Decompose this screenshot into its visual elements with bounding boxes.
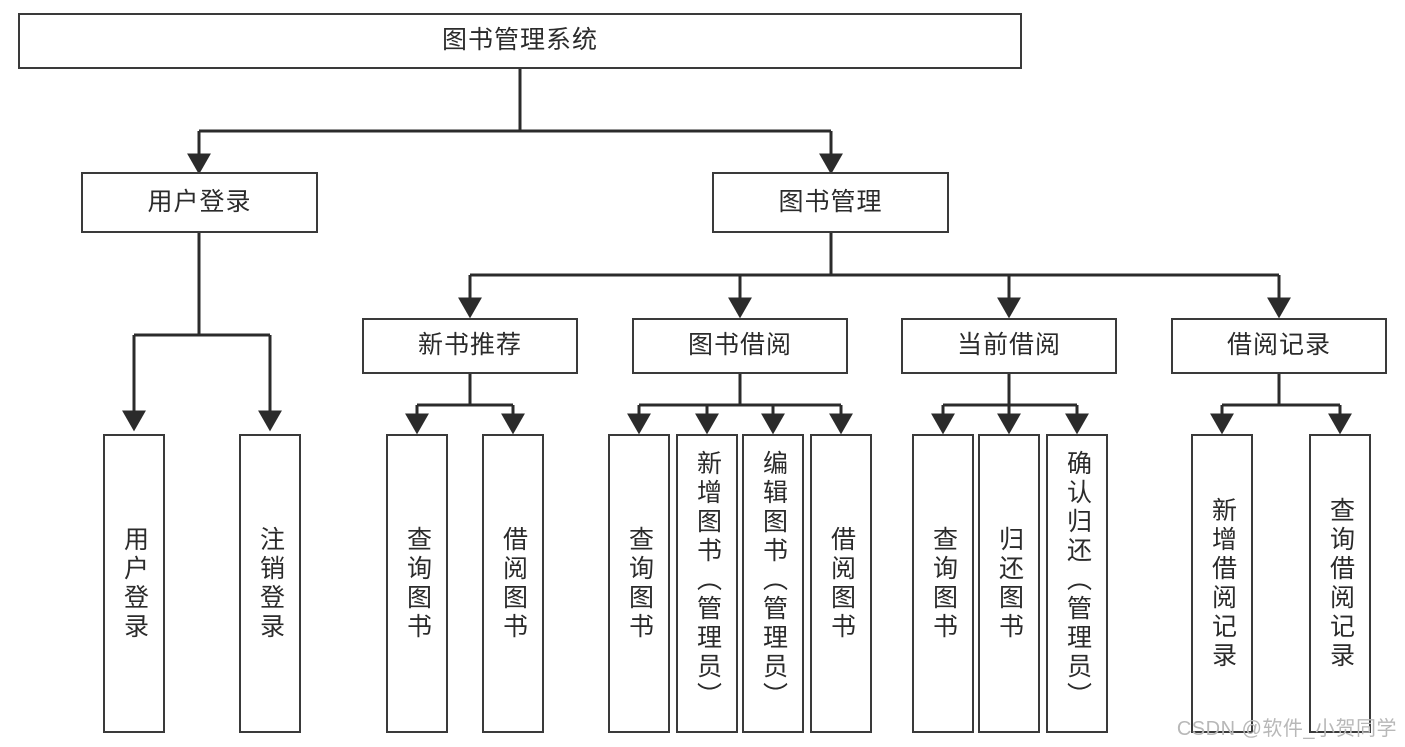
node-leaf-user-login[interactable]: 用户登录 xyxy=(103,434,165,733)
node-leaf-query-book-2[interactable]: 查询图书 xyxy=(608,434,670,733)
node-leaf-add-book-label: 新增图书（管理员） xyxy=(693,450,722,711)
node-current-borrow[interactable]: 当前借阅 xyxy=(901,318,1117,374)
node-leaf-query-book-3[interactable]: 查询图书 xyxy=(912,434,974,733)
node-leaf-add-book[interactable]: 新增图书（管理员） xyxy=(676,434,738,733)
node-leaf-query-record[interactable]: 查询借阅记录 xyxy=(1309,434,1371,733)
watermark-text: CSDN @软件_小贺同学 xyxy=(1176,718,1397,740)
node-leaf-borrow-book-1-label: 借阅图书 xyxy=(499,525,528,642)
node-leaf-edit-book[interactable]: 编辑图书（管理员） xyxy=(742,434,804,733)
node-leaf-query-book-2-label: 查询图书 xyxy=(625,525,654,642)
node-leaf-borrow-book-1[interactable]: 借阅图书 xyxy=(482,434,544,733)
node-root[interactable]: 图书管理系统 xyxy=(18,13,1022,69)
node-current-borrow-label: 当前借阅 xyxy=(956,331,1061,360)
node-borrow-record-label: 借阅记录 xyxy=(1226,331,1331,360)
node-leaf-user-login-label: 用户登录 xyxy=(120,525,149,642)
node-book-borrow-label: 图书借阅 xyxy=(687,331,792,360)
node-new-book-recommend-label: 新书推荐 xyxy=(417,331,522,360)
node-leaf-borrow-book-2-label: 借阅图书 xyxy=(827,525,856,642)
node-leaf-confirm-return-label: 确认归还（管理员） xyxy=(1063,450,1092,711)
node-book-manage[interactable]: 图书管理 xyxy=(712,172,949,233)
node-borrow-record[interactable]: 借阅记录 xyxy=(1171,318,1387,374)
node-leaf-add-record[interactable]: 新增借阅记录 xyxy=(1191,434,1253,733)
node-leaf-edit-book-label: 编辑图书（管理员） xyxy=(759,450,788,711)
node-leaf-return-book-label: 归还图书 xyxy=(995,525,1024,642)
node-leaf-query-record-label: 查询借阅记录 xyxy=(1326,496,1355,671)
node-leaf-query-book-1-label: 查询图书 xyxy=(403,525,432,642)
node-leaf-query-book-3-label: 查询图书 xyxy=(929,525,958,642)
node-leaf-borrow-book-2[interactable]: 借阅图书 xyxy=(810,434,872,733)
node-new-book-recommend[interactable]: 新书推荐 xyxy=(362,318,578,374)
node-leaf-confirm-return[interactable]: 确认归还（管理员） xyxy=(1046,434,1108,733)
node-leaf-add-record-label: 新增借阅记录 xyxy=(1208,496,1237,671)
node-leaf-logout-label: 注销登录 xyxy=(256,525,285,642)
node-book-borrow[interactable]: 图书借阅 xyxy=(632,318,848,374)
node-user-login-label: 用户登录 xyxy=(147,187,252,216)
node-leaf-return-book[interactable]: 归还图书 xyxy=(978,434,1040,733)
node-root-label: 图书管理系统 xyxy=(441,26,598,55)
node-user-login[interactable]: 用户登录 xyxy=(81,172,318,233)
node-leaf-logout[interactable]: 注销登录 xyxy=(239,434,301,733)
node-book-manage-label: 图书管理 xyxy=(778,187,883,216)
node-leaf-query-book-1[interactable]: 查询图书 xyxy=(386,434,448,733)
